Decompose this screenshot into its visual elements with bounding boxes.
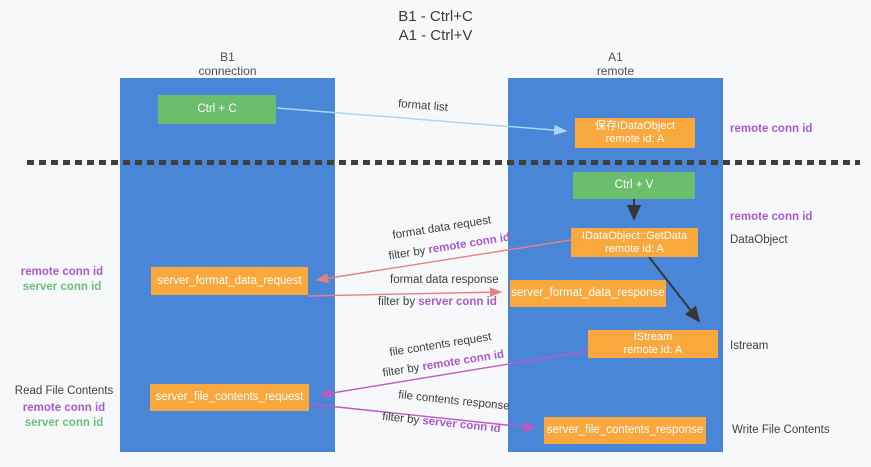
server-conn-id-text: server conn id — [418, 296, 497, 308]
edge-label-file-contents-response: file contents response — [397, 389, 511, 413]
node-server-file-contents-response: server_file_contents_response — [544, 417, 706, 444]
server-conn-id-text: server conn id — [421, 415, 502, 436]
node-getdata-line2: remote id: A — [605, 242, 664, 255]
node-ctrl-c: Ctrl + C — [158, 95, 276, 124]
side-label-istream: Istream — [730, 340, 769, 352]
remote-conn-id-text: remote conn id — [427, 231, 511, 257]
title-line-2: A1 - Ctrl+V — [398, 27, 473, 44]
node-ctrl-v-label: Ctrl + V — [614, 179, 654, 191]
side-label-remote-conn-id-left1: remote conn id — [20, 266, 104, 278]
filter-by-text: filter by — [387, 244, 427, 263]
lane-b1-subtitle: connection — [198, 64, 257, 78]
node-getdata-line1: IDataObject::GetData — [581, 229, 688, 242]
side-label-dataobject: DataObject — [730, 234, 788, 246]
left-conn-id-group-top: remote conn id server conn id — [12, 265, 112, 295]
title-line-1: B1 - Ctrl+C — [398, 8, 473, 25]
lane-header-b1: B1 connection — [120, 50, 335, 78]
edge-label-filter-server-2: filter by server conn id — [382, 411, 502, 435]
node-idataobject-getdata: IDataObject::GetData remote id: A — [571, 228, 698, 257]
lane-header-a1: A1 remote — [508, 50, 723, 78]
edge-label-format-list: format list — [397, 98, 449, 114]
node-server-format-data-response: server_format_data_response — [510, 280, 666, 307]
node-server-format-data-response-label: server_format_data_response — [511, 287, 665, 299]
lane-b1-name: B1 — [220, 50, 235, 64]
node-server-format-data-request: server_format_data_request — [151, 267, 308, 295]
side-label-write-file-contents: Write File Contents — [732, 424, 830, 436]
node-server-format-data-request-label: server_format_data_request — [157, 274, 302, 287]
node-istream: IStream remote id: A — [588, 330, 718, 358]
side-label-remote-conn-id-mid: remote conn id — [730, 211, 813, 223]
side-label-remote-conn-id-top: remote conn id — [730, 123, 813, 135]
node-istream-line2: remote id: A — [623, 344, 683, 356]
node-ctrl-c-label: Ctrl + C — [197, 103, 237, 115]
node-server-file-contents-request: server_file_contents_request — [150, 384, 309, 411]
node-save-idataobject-line1: 保存IDataObject — [594, 120, 676, 132]
edge-label-filter-server-1: filter by server conn id — [378, 296, 497, 308]
node-ctrl-v: Ctrl + V — [573, 172, 695, 199]
left-conn-id-group-bottom: Read File Contents remote conn id server… — [8, 384, 120, 431]
remote-conn-id-text: remote conn id — [421, 348, 505, 374]
lane-a1-name: A1 — [608, 50, 623, 64]
node-istream-line1: IStream — [633, 331, 673, 343]
node-save-idataobject: 保存IDataObject remote id: A — [575, 118, 695, 148]
side-label-read-file-contents: Read File Contents — [14, 385, 114, 397]
filter-by-text: filter by — [381, 410, 420, 427]
node-save-idataobject-line2: remote id: A — [605, 133, 665, 145]
node-server-file-contents-request-label: server_file_contents_request — [155, 391, 304, 403]
side-label-remote-conn-id-left2: remote conn id — [22, 402, 106, 414]
side-label-server-conn-id-left2: server conn id — [24, 417, 104, 429]
filter-by-text: filter by — [381, 361, 421, 380]
diagram-title: B1 - Ctrl+C A1 - Ctrl+V — [0, 7, 871, 45]
node-server-file-contents-response-label: server_file_contents_response — [546, 424, 704, 436]
lane-a1-subtitle: remote — [596, 64, 635, 78]
side-label-server-conn-id-left1: server conn id — [22, 281, 102, 293]
session-separator-line — [27, 160, 860, 165]
filter-by-text: filter by — [378, 296, 416, 308]
edge-label-format-data-response: format data response — [390, 274, 499, 286]
